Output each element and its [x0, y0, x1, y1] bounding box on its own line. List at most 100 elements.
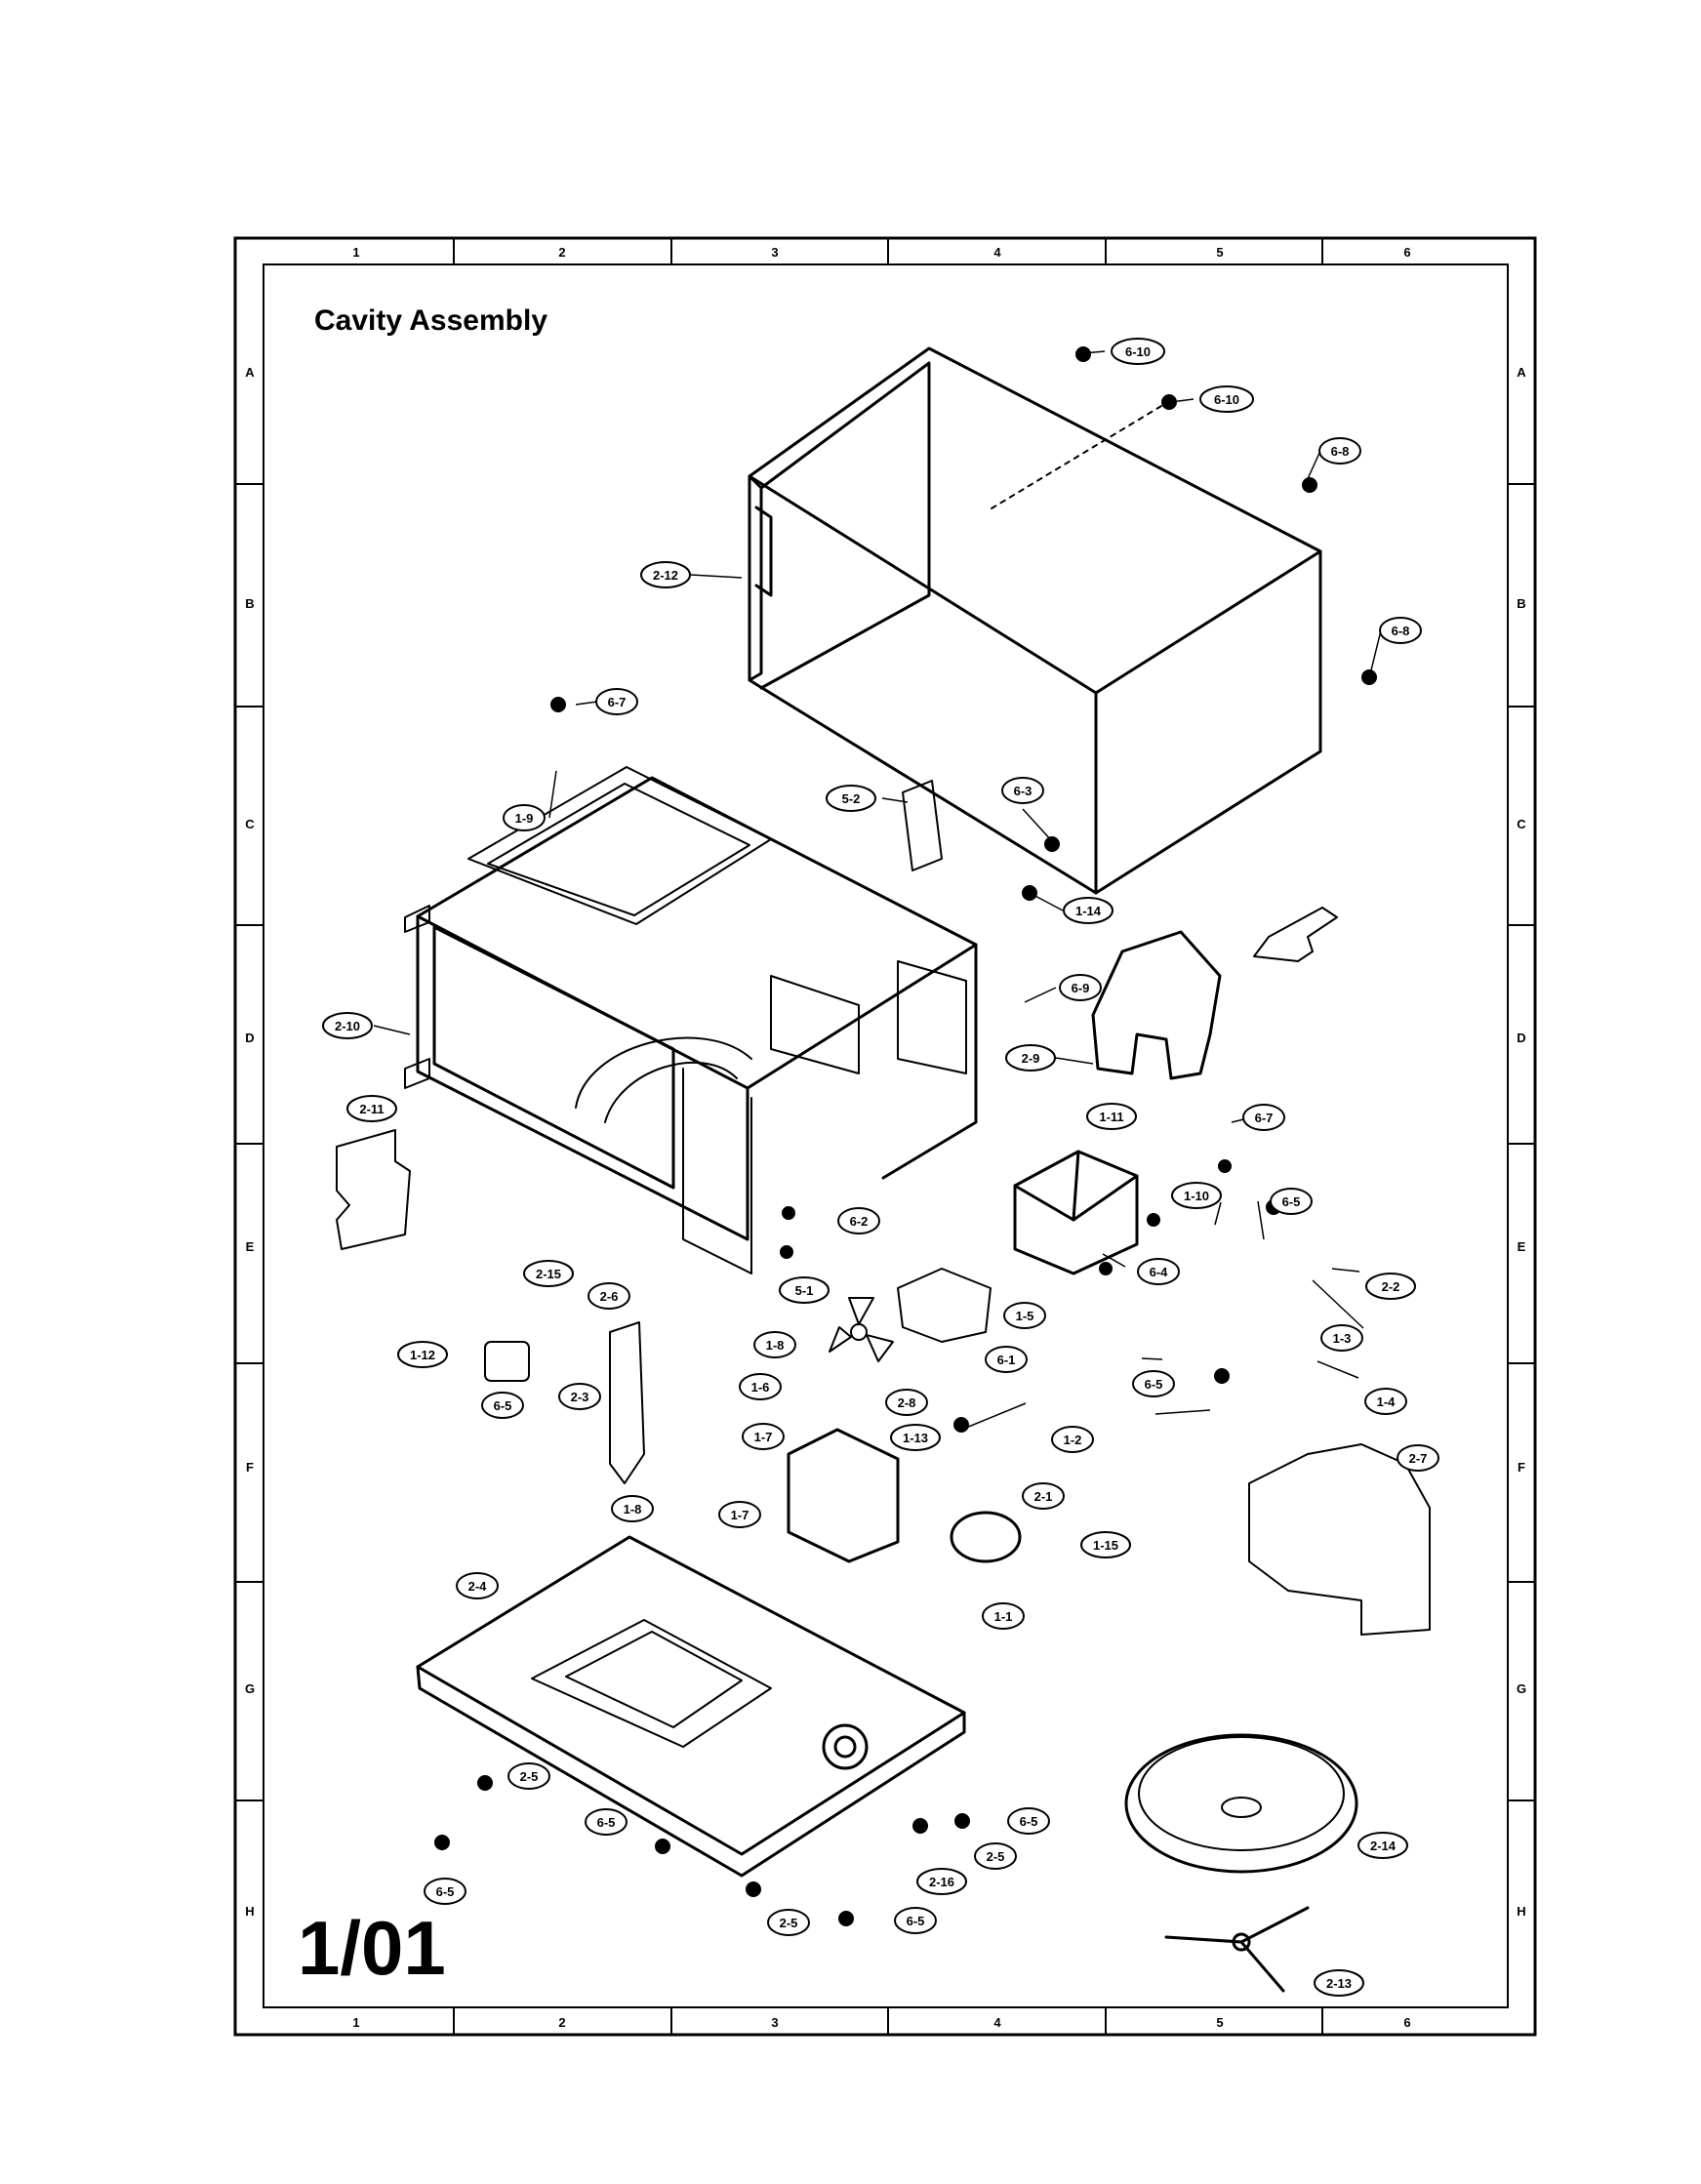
callout-label: 2-2 [1382, 1279, 1400, 1294]
col-label-bottom-3: 3 [771, 2015, 778, 2030]
callout-label: 6-8 [1392, 624, 1410, 638]
roller-ring [1164, 1906, 1310, 1993]
fan-blade [829, 1297, 894, 1362]
outer-cabinet-cover [748, 346, 1322, 895]
callout-label: 6-5 [436, 1884, 455, 1899]
callout-label: 2-7 [1409, 1451, 1428, 1466]
grid-labels-left: A B C D E F G H [245, 365, 255, 1919]
callout-label: 6-5 [1020, 1814, 1038, 1829]
row-label-right-a: A [1517, 365, 1526, 380]
insulation-sheet [336, 1129, 411, 1250]
turntable-tray [1124, 1733, 1358, 1874]
callout-label: 6-5 [1145, 1377, 1163, 1392]
callout-label: 1-8 [624, 1502, 642, 1517]
capacitor [950, 1511, 1022, 1563]
callout-label: 1-2 [1064, 1433, 1082, 1447]
callout-label: 1-1 [994, 1609, 1013, 1624]
leader-lines [373, 350, 1382, 1431]
callout-label: 6-5 [494, 1398, 512, 1413]
callout-label: 6-7 [608, 695, 627, 709]
magnetron [787, 1428, 900, 1563]
callout-label: 2-16 [929, 1875, 954, 1889]
callout-label: 6-1 [997, 1353, 1016, 1367]
callout-label: 2-6 [600, 1289, 619, 1304]
air-guide [1091, 930, 1222, 1080]
callout-label: 2-12 [653, 568, 678, 583]
col-label-bottom-5: 5 [1216, 2015, 1223, 2030]
callout-label: 6-2 [850, 1214, 869, 1229]
callout-label: 1-13 [903, 1431, 928, 1445]
callout-label: 2-1 [1034, 1489, 1053, 1504]
callout-label: 6-10 [1125, 344, 1151, 359]
col-label-bottom-6: 6 [1403, 2015, 1410, 2030]
turntable-motor [484, 1341, 530, 1382]
callout-label: 1-12 [410, 1348, 435, 1362]
grid-labels-bottom: 1 2 3 4 5 6 [352, 2015, 1410, 2030]
callout-label: 6-10 [1214, 392, 1239, 407]
callout-label: 2-10 [335, 1019, 360, 1033]
callout-label: 2-11 [359, 1102, 384, 1116]
cover-plate [1253, 907, 1338, 962]
callout-label: 1-7 [754, 1430, 773, 1444]
callout-label: 5-1 [795, 1283, 814, 1298]
callout-label: 6-5 [907, 1914, 925, 1928]
screws [434, 346, 1377, 1926]
callout-label: 1-4 [1377, 1395, 1397, 1409]
callout-label: 1-15 [1093, 1538, 1118, 1553]
col-label-top-2: 2 [558, 245, 565, 260]
row-label-right-d: D [1517, 1031, 1525, 1045]
page-number: 1/01 [298, 1905, 446, 1991]
callout-label: 2-9 [1022, 1051, 1040, 1066]
grid-labels-right: A B C D E F G H [1517, 365, 1526, 1919]
callout-label: 6-9 [1072, 981, 1090, 995]
col-label-top-5: 5 [1216, 245, 1223, 260]
row-label-right-g: G [1517, 1681, 1526, 1696]
row-label-left-e: E [246, 1239, 255, 1254]
callout-label: 6-4 [1150, 1265, 1169, 1279]
callout-label: 2-5 [780, 1916, 798, 1930]
row-label-left-d: D [245, 1031, 254, 1045]
column-ticks [453, 238, 1323, 2035]
callout-label: 1-10 [1184, 1189, 1209, 1203]
callout-label: 1-11 [1099, 1110, 1123, 1124]
col-label-top-4: 4 [993, 245, 1001, 260]
col-label-top-1: 1 [352, 245, 359, 260]
col-label-bottom-4: 4 [993, 2015, 1001, 2030]
callout-label: 2-3 [571, 1390, 589, 1404]
row-label-right-h: H [1517, 1904, 1525, 1919]
callout-bubbles [322, 338, 1439, 1997]
callout-label: 1-9 [515, 811, 534, 826]
callout-label: 1-7 [731, 1508, 749, 1522]
col-label-top-3: 3 [771, 245, 778, 260]
latch-hook-assembly [609, 1321, 645, 1484]
fan-motor [897, 1268, 992, 1343]
row-label-left-c: C [245, 817, 255, 831]
col-label-top-6: 6 [1403, 245, 1410, 260]
col-label-bottom-2: 2 [558, 2015, 565, 2030]
row-label-left-h: H [245, 1904, 254, 1919]
callout-label: 6-8 [1331, 444, 1350, 459]
callout-labels: 6-10 6-10 6-8 2-12 6-8 6-7 1-9 5-2 6-3 1… [335, 344, 1427, 1991]
callout-label: 1-3 [1333, 1331, 1352, 1346]
row-label-right-b: B [1517, 596, 1525, 611]
high-voltage-transformer [1013, 1150, 1139, 1275]
diagram-title: Cavity Assembly [314, 304, 547, 337]
inner-border [263, 263, 1509, 2008]
callout-label: 2-5 [987, 1849, 1005, 1864]
callout-label: 2-4 [468, 1579, 488, 1594]
callout-label: 6-5 [1282, 1194, 1301, 1209]
callout-label: 1-14 [1075, 904, 1102, 918]
cavity-label-plate [902, 780, 943, 871]
callout-label: 1-5 [1016, 1309, 1034, 1323]
row-label-left-g: G [245, 1681, 255, 1696]
col-label-bottom-1: 1 [352, 2015, 359, 2030]
callout-label: 6-5 [597, 1815, 616, 1830]
base-plate [416, 1535, 966, 1878]
callout-label: 2-8 [898, 1395, 916, 1410]
callout-label: 1-8 [766, 1338, 785, 1353]
row-label-right-f: F [1518, 1460, 1525, 1475]
callout-label: 2-5 [520, 1769, 539, 1784]
waveguide-cover [1248, 1443, 1431, 1636]
callout-label: 2-13 [1326, 1976, 1352, 1991]
